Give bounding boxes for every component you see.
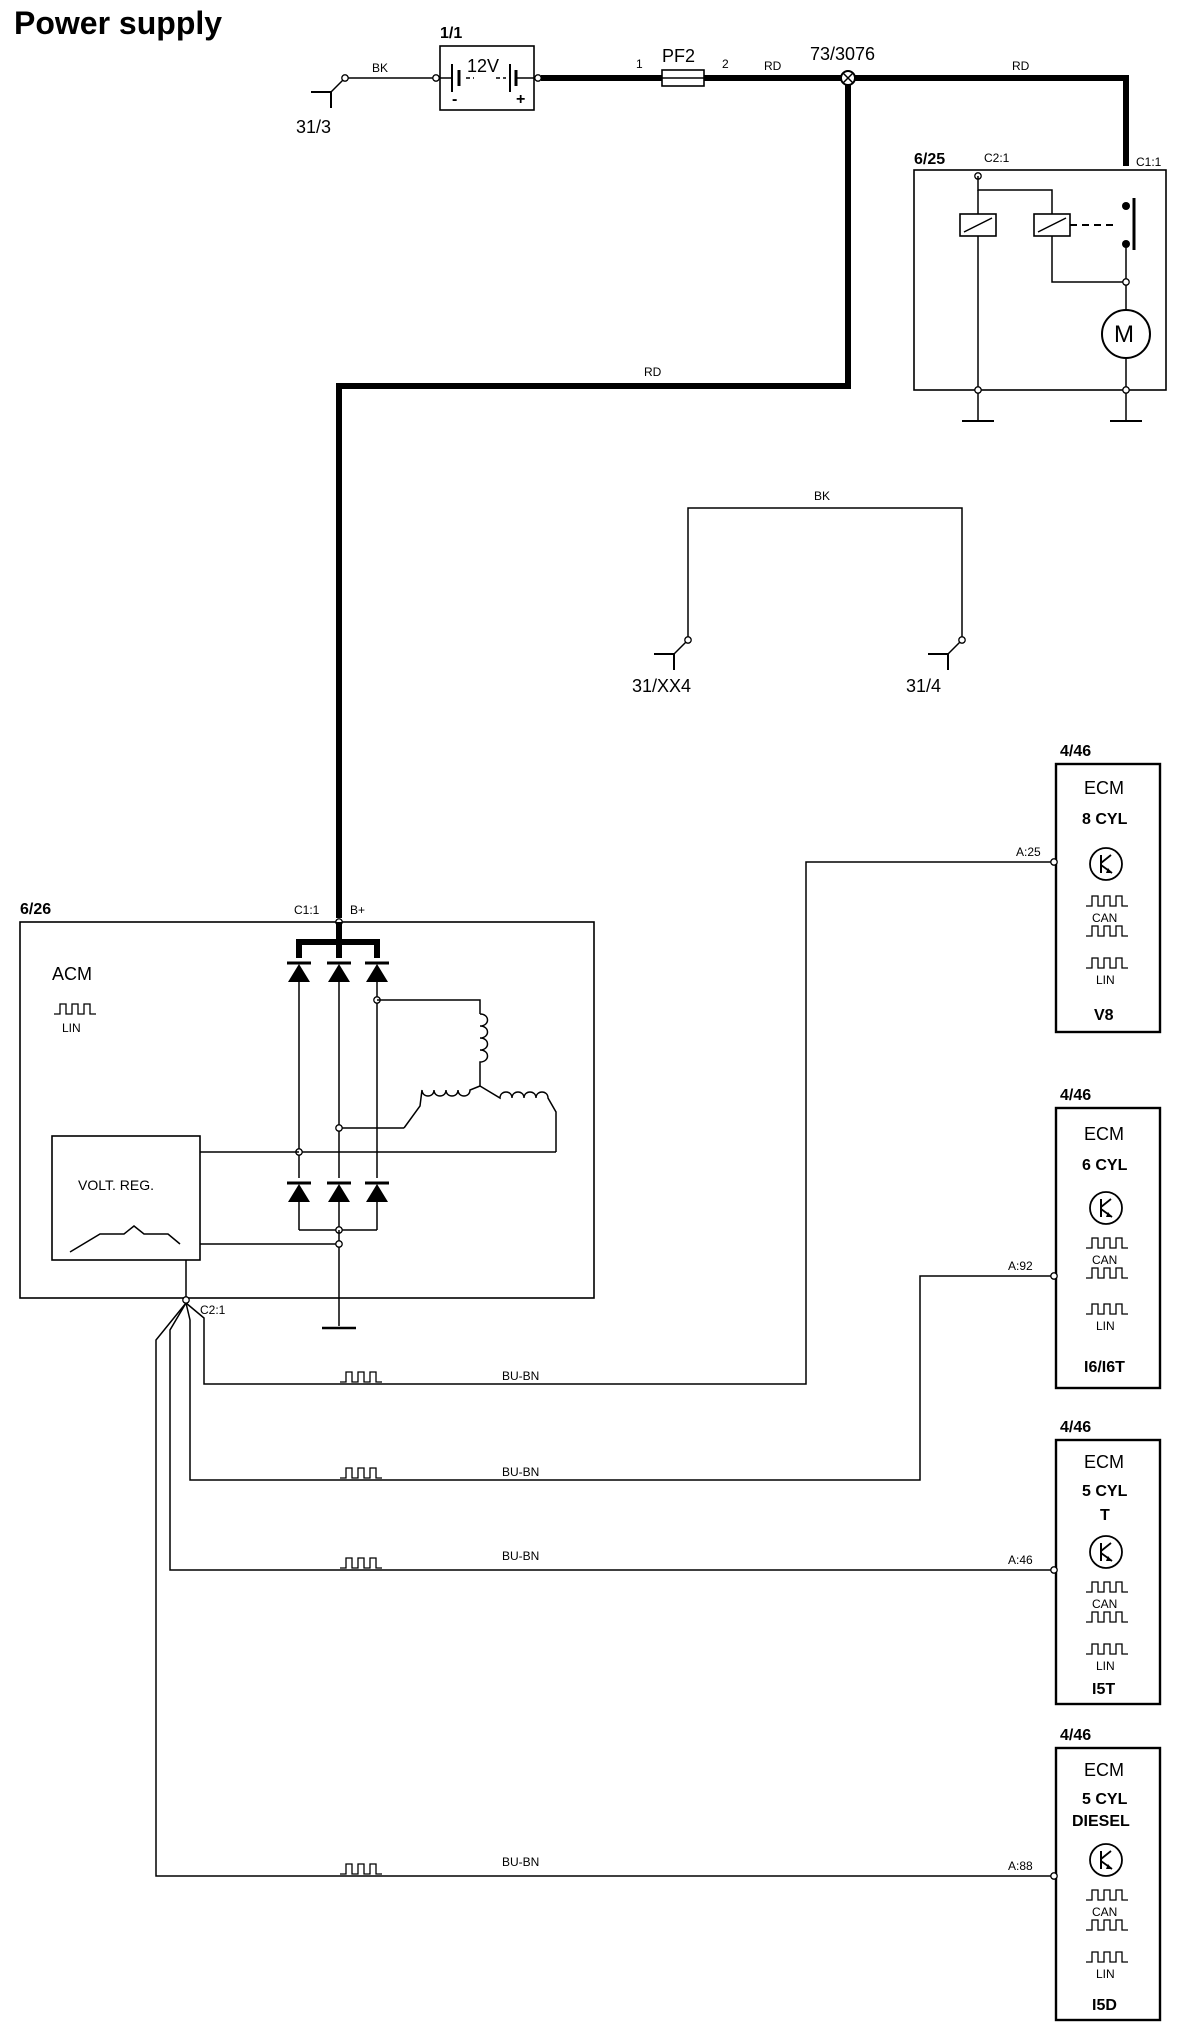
ecm-cyl-line: 5 CYL	[1082, 1791, 1128, 1808]
ecm-i5t: 4/46 A:46 ECM 5 CYL T CAN LIN I5T	[1008, 1419, 1162, 1706]
battery-id: 1/1	[440, 25, 462, 42]
ecm-variant: V8	[1094, 1007, 1114, 1024]
ecm-v8: 4/46 A:25 ECM 8 CYL CAN LIN V8	[1016, 743, 1162, 1034]
lin-i5t-wire-color: BU-BN	[502, 1549, 539, 1563]
ecm-lin: LIN	[1096, 973, 1115, 987]
ecm-id: 4/46	[1060, 1087, 1091, 1104]
fuse-pin-in: 1	[636, 57, 643, 71]
ecm-pin: A:46	[1008, 1553, 1033, 1567]
ground-link-wire-color: BK	[814, 489, 830, 503]
alternator-name: ACM	[52, 964, 92, 984]
splice-id: 73/3076	[810, 44, 875, 64]
page-title: Power supply	[14, 5, 222, 41]
alternator-lin: LIN	[62, 1021, 81, 1035]
ecm-i6: 4/46 A:92 ECM 6 CYL CAN LIN I6/I6T	[1008, 1087, 1162, 1390]
ecm-lin: LIN	[1096, 1319, 1115, 1333]
alternator-pin-bplus: B+	[350, 903, 365, 917]
ecm-i5d: 4/46 A:88 ECM 5 CYL DIESEL CAN LIN I5D	[1008, 1727, 1162, 2022]
starter-pin-c1: C1:1	[1136, 155, 1162, 169]
feed-wire-color: RD	[644, 365, 662, 379]
fuse-id: PF2	[662, 46, 695, 66]
ecm-lin: LIN	[1096, 1967, 1115, 1981]
ecm-variant: I5T	[1092, 1681, 1115, 1698]
alternator-pin-c1: C1:1	[294, 903, 320, 917]
lin-wires: BU-BN BU-BN BU-BN BU-BN	[155, 861, 1052, 1877]
battery-voltage: 12V	[467, 56, 499, 76]
ecm-pin: A:92	[1008, 1259, 1033, 1273]
fuse-out-wire-color: RD	[764, 59, 782, 73]
lin-i5d-wire-color: BU-BN	[502, 1855, 539, 1869]
fuse-pin-out: 2	[722, 57, 729, 71]
ecm-name: ECM	[1084, 1452, 1124, 1472]
ecm-variant: I5D	[1092, 1997, 1117, 2014]
regulator-label: VOLT. REG.	[78, 1177, 154, 1193]
ecm-cyl-line: 5 CYL	[1082, 1483, 1128, 1500]
ground-link: BK 31/XX4 31/4	[632, 489, 967, 696]
battery-ground-label: 31/3	[296, 117, 331, 137]
ecm-name: ECM	[1084, 1760, 1124, 1780]
ecm-can: CAN	[1092, 1253, 1117, 1267]
splice-to-starter-wire-color: RD	[1012, 59, 1030, 73]
ecm-id: 4/46	[1060, 743, 1091, 760]
starter-ground-2	[1109, 392, 1143, 422]
lin-v8-wire-color: BU-BN	[502, 1369, 539, 1383]
ecm-pin: A:88	[1008, 1859, 1033, 1873]
starter-ground-1	[961, 392, 995, 422]
battery-ground-wire-color: BK	[372, 61, 388, 75]
ground-left-label: 31/XX4	[632, 676, 691, 696]
fuse-pf2: PF2 1 2 RD	[534, 46, 1122, 87]
battery: 1/1 12V - +	[432, 25, 535, 111]
ecm-name: ECM	[1084, 1124, 1124, 1144]
ecm-pin: A:25	[1016, 845, 1041, 859]
battery-minus: -	[452, 91, 457, 108]
starter-motor-label: M	[1114, 321, 1134, 348]
ecm-cyl-line: 6 CYL	[1082, 1157, 1128, 1174]
ecm-id: 4/46	[1060, 1419, 1091, 1436]
ecm-can: CAN	[1092, 911, 1117, 925]
ecm-can: CAN	[1092, 1597, 1117, 1611]
starter-id: 6/25	[914, 151, 945, 168]
ecm-id: 4/46	[1060, 1727, 1091, 1744]
battery-ground: 31/3 BK	[296, 61, 436, 137]
alternator-id: 6/26	[20, 901, 51, 918]
splice-73-3076: 73/3076 RD	[810, 44, 1030, 86]
ecm-lin: LIN	[1096, 1659, 1115, 1673]
alternator-module: 6/26 C1:1 B+ ACM LIN	[19, 901, 595, 1330]
ecm-cyl-line: 8 CYL	[1082, 811, 1128, 828]
ecm-cyl-line: DIESEL	[1072, 1813, 1130, 1830]
starter-pin-c2: C2:1	[984, 151, 1010, 165]
feed-wire-rd	[336, 84, 851, 918]
ecm-name: ECM	[1084, 778, 1124, 798]
starter-module: 6/25 C2:1 C1:1 M	[913, 151, 1167, 394]
battery-plus: +	[516, 91, 525, 108]
ecm-cyl-line: T	[1100, 1507, 1110, 1524]
ground-right-label: 31/4	[906, 676, 941, 696]
lin-i6-wire-color: BU-BN	[502, 1465, 539, 1479]
alternator-pin-c2: C2:1	[200, 1303, 226, 1317]
ecm-can: CAN	[1092, 1905, 1117, 1919]
ecm-variant: I6/I6T	[1084, 1359, 1125, 1376]
